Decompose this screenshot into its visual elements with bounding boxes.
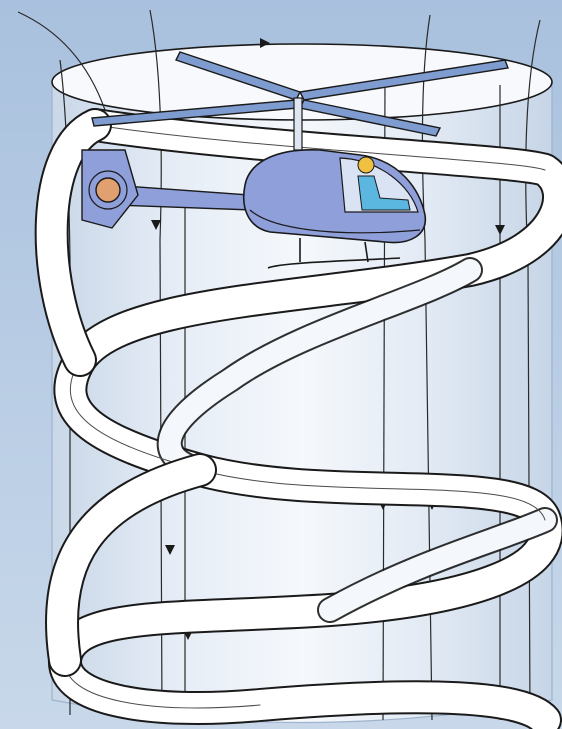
- pilot-head: [358, 157, 374, 173]
- rotor-mast: [294, 98, 302, 150]
- tail-rotor-hub: [96, 178, 120, 202]
